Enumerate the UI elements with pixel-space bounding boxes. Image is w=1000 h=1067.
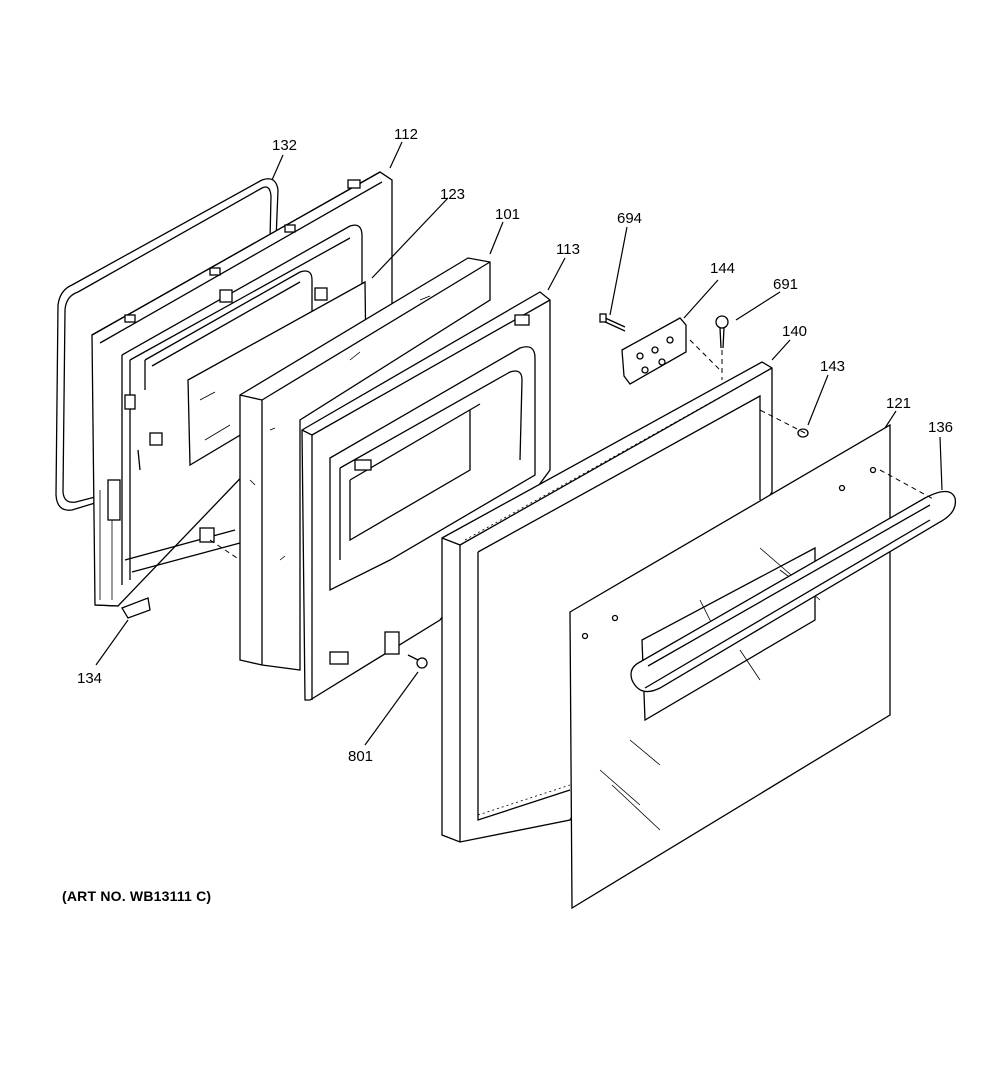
part-136-handle — [630, 490, 957, 693]
part-801-screw — [407, 654, 428, 669]
part-label-132: 132 — [272, 137, 297, 154]
art-number: (ART NO. WB13111 C) — [62, 888, 212, 904]
part-label-101: 101 — [495, 206, 520, 223]
part-134-clip — [121, 597, 151, 619]
part-label-801: 801 — [348, 748, 373, 765]
part-label-144: 144 — [710, 260, 735, 277]
part-691-screw — [715, 315, 729, 349]
alignment-lines — [209, 339, 936, 561]
part-121-outer-glass — [569, 423, 891, 910]
part-694-screw — [599, 313, 626, 332]
part-144-hinge-plate — [621, 317, 687, 385]
part-label-134: 134 — [77, 670, 102, 687]
part-label-691: 691 — [773, 276, 798, 293]
part-label-113: 113 — [556, 241, 580, 258]
leader-lines — [95, 141, 943, 746]
part-label-140: 140 — [782, 323, 807, 340]
part-143-grommet — [797, 428, 809, 438]
part-label-143: 143 — [820, 358, 845, 375]
part-132-gasket — [55, 178, 279, 511]
part-label-123: 123 — [440, 186, 465, 203]
part-label-121: 121 — [886, 395, 911, 412]
part-label-112: 112 — [394, 126, 418, 143]
part-label-136: 136 — [928, 419, 953, 436]
part-label-694: 694 — [617, 210, 642, 227]
part-101-insulation — [239, 257, 491, 671]
